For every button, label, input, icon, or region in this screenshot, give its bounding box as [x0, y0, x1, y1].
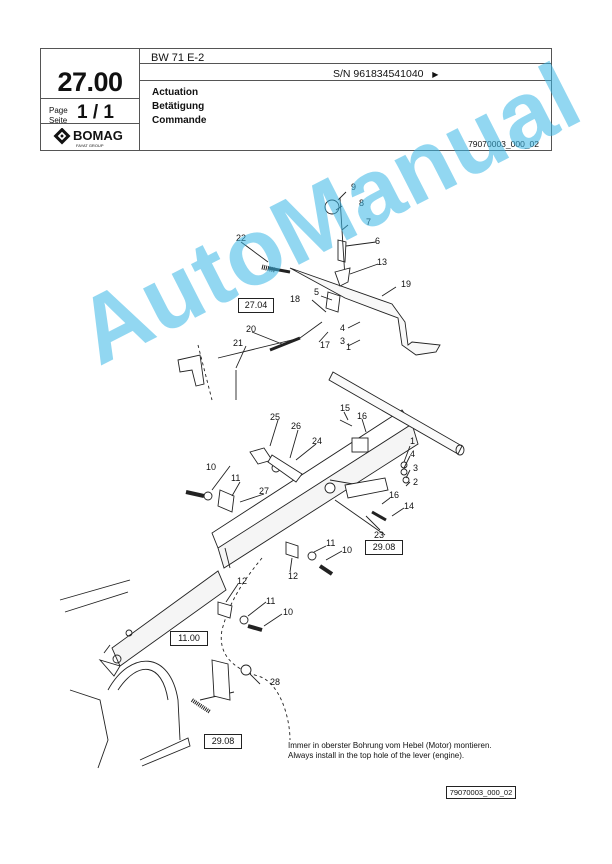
- callout-label: 10: [342, 545, 352, 555]
- bomag-logo: BOMAG FAYAT GROUP: [53, 127, 133, 148]
- callout-label: 23: [374, 530, 384, 540]
- divider: [41, 123, 139, 124]
- serial-number: S/N 961834541040 ▶: [333, 68, 439, 80]
- callout-label: 16: [357, 411, 367, 421]
- callout-label: 20: [246, 324, 256, 334]
- divider: [41, 98, 139, 99]
- svg-text:FAYAT GROUP: FAYAT GROUP: [76, 143, 104, 148]
- callout-labels: 9 8 7 22 6 13 5 19 18 4 20 3 17 1 21 25 …: [206, 182, 418, 687]
- callout-label: 1: [346, 342, 351, 352]
- callout-label: 8: [359, 198, 364, 208]
- divider: [139, 49, 140, 150]
- callout-label: 12: [237, 576, 247, 586]
- callout-label: 2: [413, 477, 418, 487]
- divider: [139, 63, 551, 64]
- reference-box[interactable]: 29.08: [204, 734, 242, 749]
- callout-label: 17: [320, 340, 330, 350]
- callout-label: 19: [401, 279, 411, 289]
- callout-label: 3: [340, 336, 345, 346]
- callout-label: 21: [233, 338, 243, 348]
- model-name: BW 71 E-2: [151, 52, 205, 64]
- page-number: 1 / 1: [77, 102, 114, 123]
- callout-label: 18: [290, 294, 300, 304]
- footer-reference: 79070003_000_02: [446, 786, 516, 799]
- callout-label: 10: [283, 607, 293, 617]
- reference-box[interactable]: 27.04: [238, 298, 274, 313]
- callout-label: 24: [312, 436, 322, 446]
- callout-label: 7: [366, 217, 371, 227]
- callout-label: 15: [340, 403, 350, 413]
- svg-text:BOMAG: BOMAG: [73, 128, 123, 143]
- arrow-right-icon: ▶: [432, 70, 439, 79]
- divider: [139, 80, 551, 81]
- callout-label: 27: [259, 486, 269, 496]
- callout-label: 10: [206, 462, 216, 472]
- callout-label: 26: [291, 421, 301, 431]
- callout-label: 13: [377, 257, 387, 267]
- callout-label: 4: [340, 323, 345, 333]
- page-code: 27.00: [57, 67, 123, 97]
- installation-note: Immer in oberster Bohrung vom Hebel (Mot…: [288, 741, 492, 760]
- callout-label: 3: [413, 463, 418, 473]
- callout-label: 25: [270, 412, 280, 422]
- callout-label: 11: [266, 596, 275, 606]
- callout-label: 4: [410, 449, 415, 459]
- title-german: Betätigung: [152, 101, 205, 112]
- callout-label: 28: [270, 677, 280, 687]
- callout-label: 16: [389, 490, 399, 500]
- callout-label: 6: [375, 236, 380, 246]
- callout-label: 9: [351, 182, 356, 192]
- reference-box[interactable]: 11.00: [170, 631, 208, 646]
- callout-label: 14: [404, 501, 414, 511]
- title-french: Commande: [152, 115, 207, 126]
- callout-label: 11: [231, 473, 240, 483]
- document-number: 79070003_000_02: [468, 139, 539, 149]
- reference-box[interactable]: 29.08: [365, 540, 403, 555]
- callout-label: 22: [236, 233, 246, 243]
- callout-label: 12: [288, 571, 298, 581]
- title-english: Actuation: [152, 87, 199, 98]
- callout-label: 5: [314, 287, 319, 297]
- callout-label: 1: [410, 436, 415, 446]
- callout-label: 11: [326, 538, 335, 548]
